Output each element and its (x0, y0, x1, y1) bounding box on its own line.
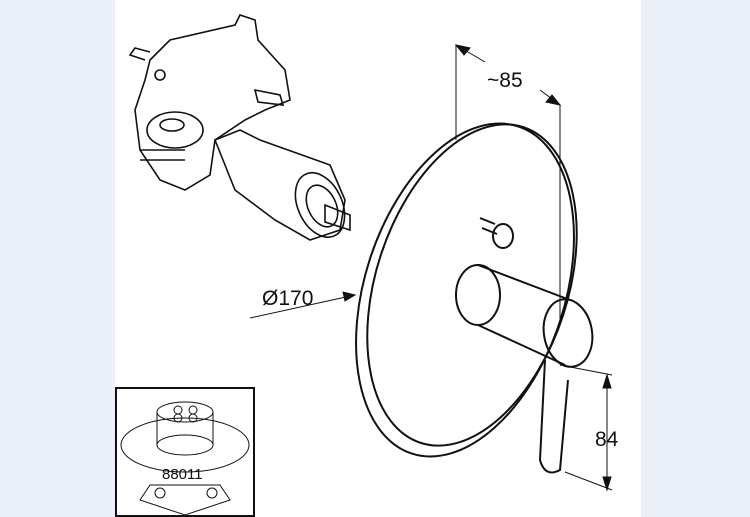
mixer-handle (455, 264, 594, 474)
diameter-dimension-label: Ø170 (262, 287, 313, 310)
depth-dimension-label: ~85 (487, 69, 523, 92)
height-dimension-label: 84 (595, 428, 619, 451)
diverter-knob (479, 217, 514, 249)
inset-part-number: 88011 (162, 466, 203, 483)
concealed-valve-body (128, 14, 351, 241)
cover-plate (355, 122, 578, 458)
inset-box (115, 387, 255, 517)
dimension-lines (249, 44, 613, 492)
drawing-sheet (115, 0, 641, 517)
